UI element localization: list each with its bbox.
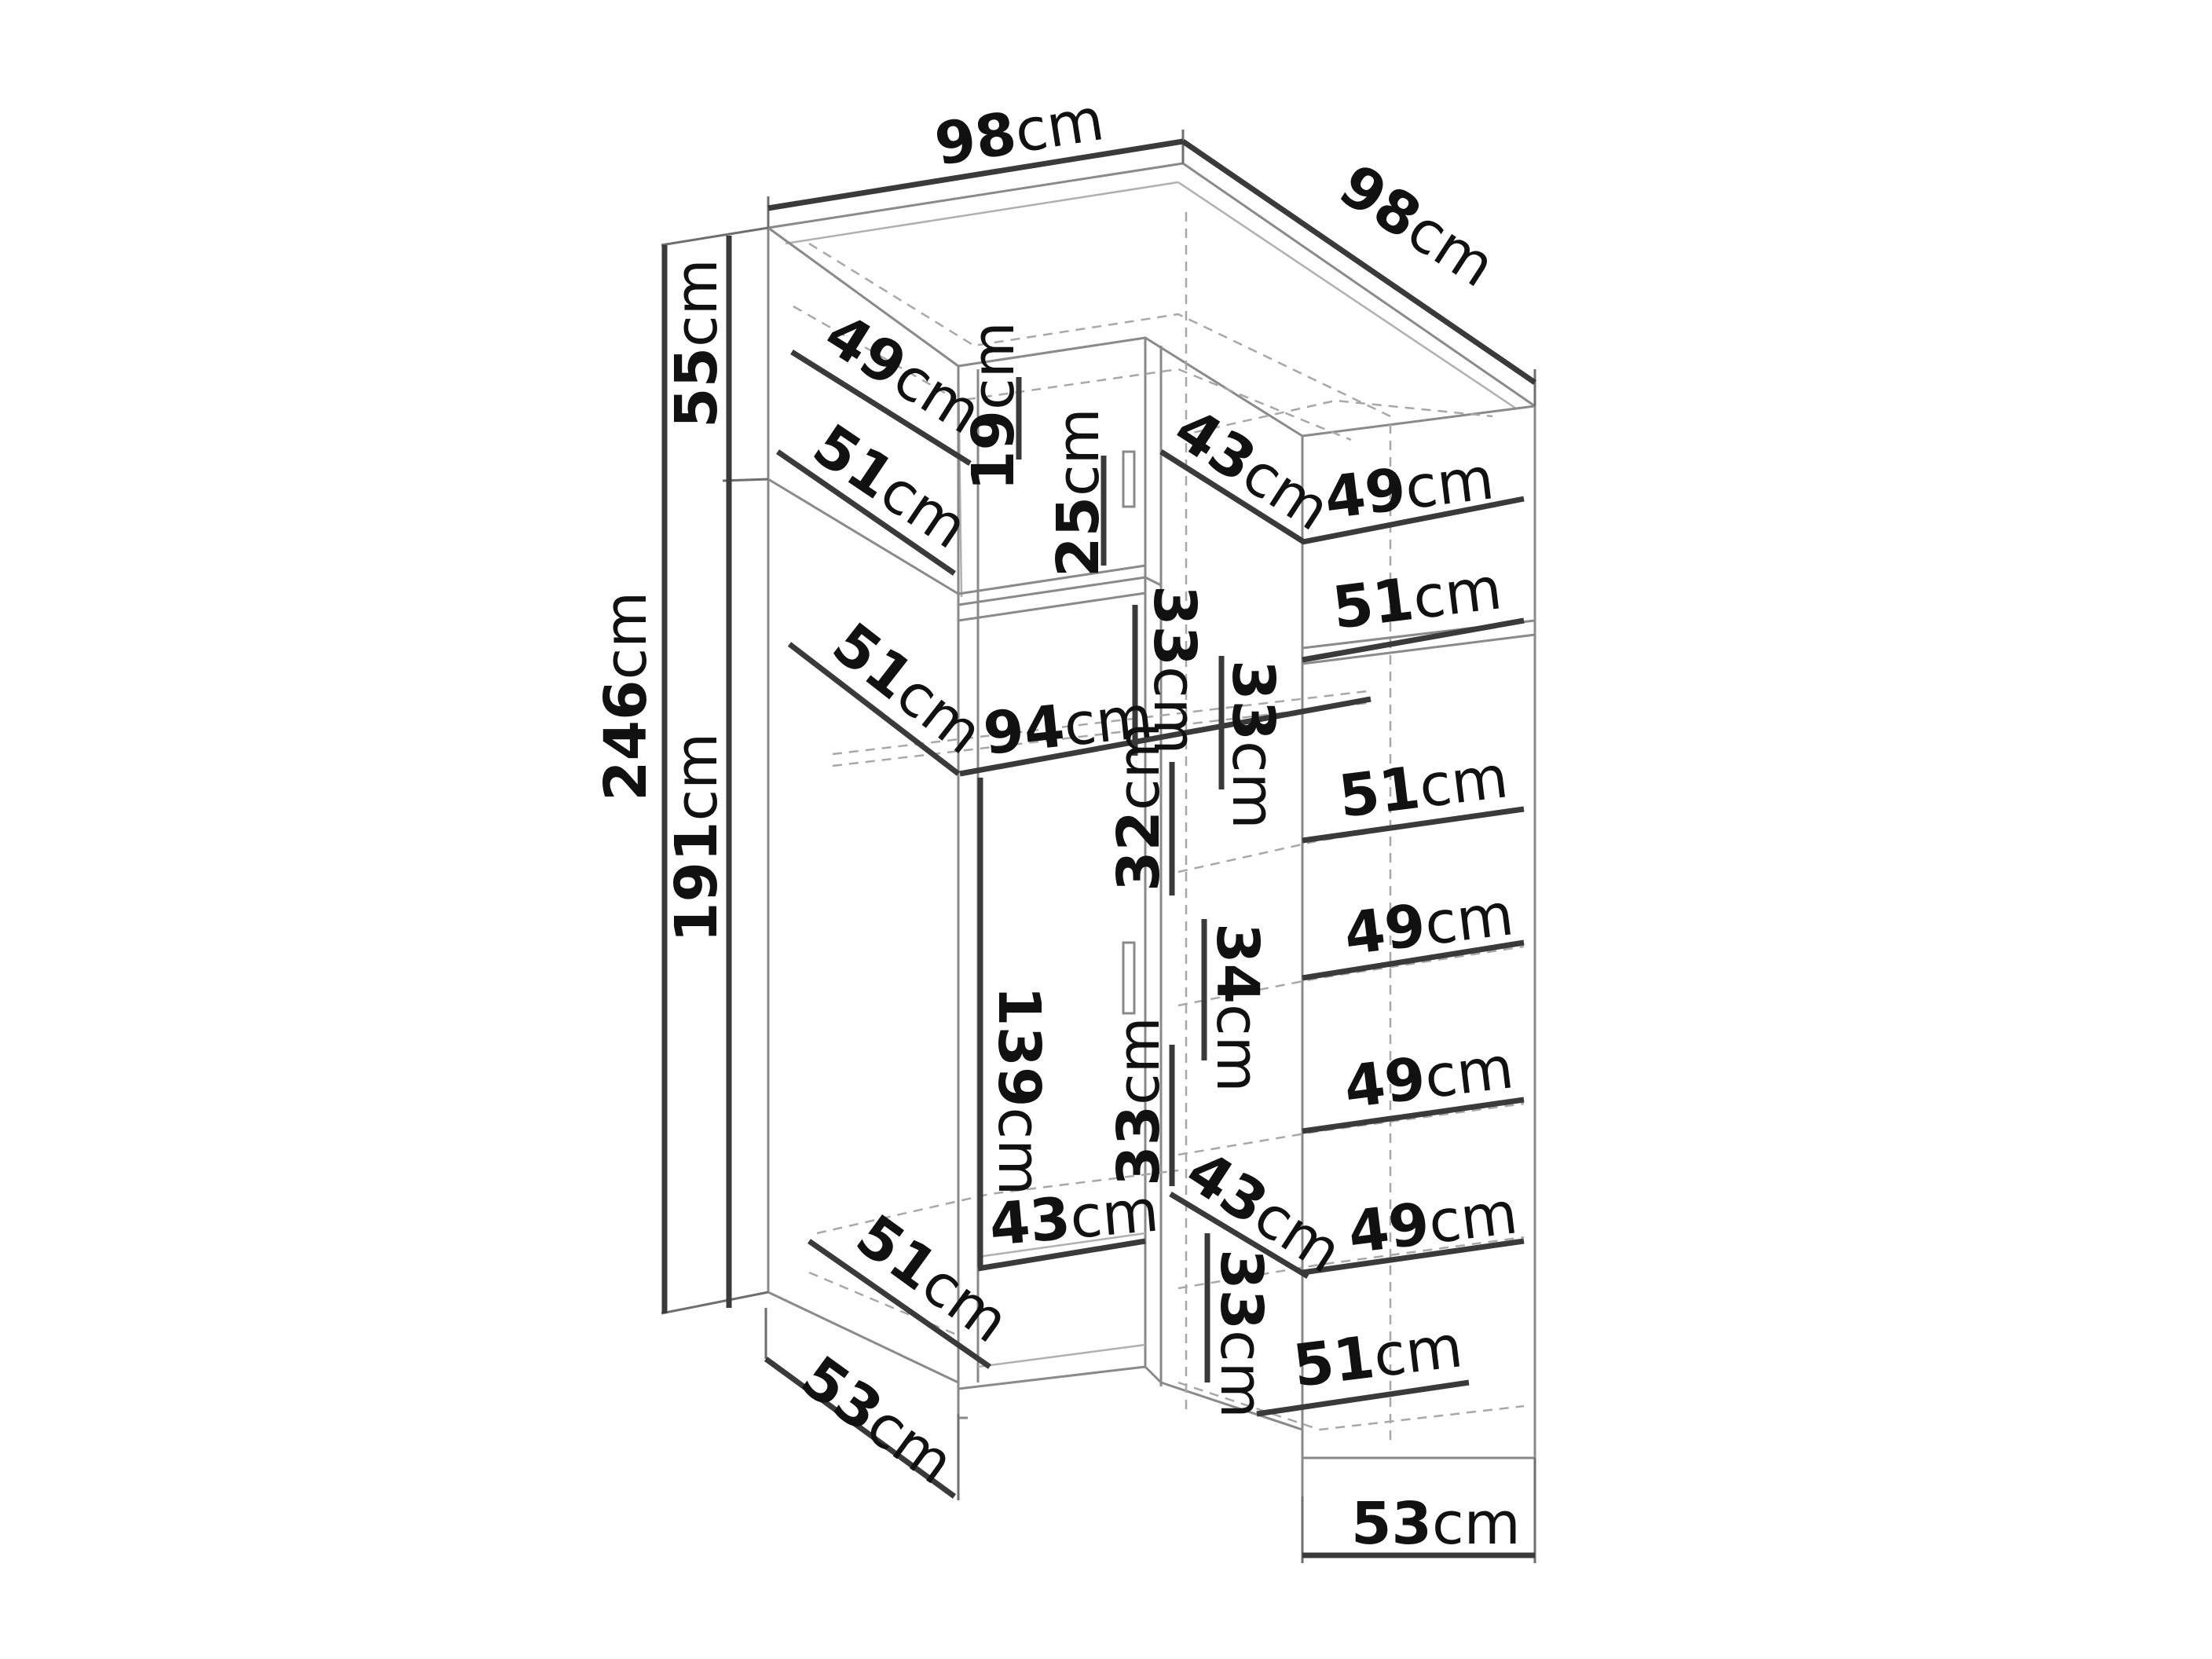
dimension-unit: cm xyxy=(1045,408,1112,496)
dimension-number: 43 xyxy=(987,1185,1073,1259)
dimension-number: 139 xyxy=(985,986,1053,1107)
label-middle-gap-2: 33cm xyxy=(1105,1016,1173,1186)
label-depth-bottom-left: 53cm xyxy=(789,1343,965,1497)
dimension-lines xyxy=(661,138,1536,1558)
label-upper-height: 55cm xyxy=(663,258,731,428)
dimension-unit: cm xyxy=(1421,1034,1517,1111)
label-rod-width: 94cm xyxy=(980,683,1156,768)
dimension-unit: cm xyxy=(1105,722,1173,811)
label-bottom-gap-right: 33cm xyxy=(1207,1249,1275,1419)
label-top-width-right: 98cm xyxy=(1328,152,1507,301)
upper-handle xyxy=(1122,450,1136,508)
dimension-unit: cm xyxy=(1370,1313,1466,1390)
dimension-number: 51 xyxy=(1329,566,1418,643)
dimension-number: 34 xyxy=(1203,923,1271,1004)
lower-handle xyxy=(1122,941,1136,1015)
extension-lines xyxy=(661,130,1536,1563)
dimension-number: 33 xyxy=(1207,1249,1275,1330)
cabinet-outline xyxy=(767,162,1536,1496)
dimension-number: 55 xyxy=(663,347,731,428)
dimension-unit: cm xyxy=(985,1107,1053,1196)
label-right-shelf-7: 51cm xyxy=(1290,1313,1467,1401)
dimension-unit: cm xyxy=(1425,1179,1521,1257)
dimension-unit: cm xyxy=(1060,683,1155,760)
label-side-gap-1: 33cm xyxy=(1219,660,1287,830)
dimension-unit: cm xyxy=(1421,881,1517,958)
label-top-width-left: 98cm xyxy=(930,86,1108,179)
label-hanging-height: 139cm xyxy=(985,986,1053,1196)
label-door-comp-height: 25cm xyxy=(1045,408,1112,577)
label-right-shelf-2: 51cm xyxy=(1329,555,1506,643)
door-handles xyxy=(1122,450,1136,1015)
dimension-unit: cm xyxy=(1203,1004,1271,1093)
label-lower-height: 191cm xyxy=(663,733,731,943)
label-inner-floor-width: 43cm xyxy=(987,1177,1161,1258)
label-right-shelf-4: 49cm xyxy=(1341,881,1518,969)
label-inner-gap-top: 33cm xyxy=(1141,585,1208,755)
dimension-number: 25 xyxy=(1045,496,1112,577)
dimension-number: 94 xyxy=(980,693,1068,768)
dimension-number: 32 xyxy=(1105,811,1173,892)
label-middle-gap-1: 32cm xyxy=(1105,722,1173,892)
dimension-unit: cm xyxy=(1207,1330,1275,1419)
dimension-unit: cm xyxy=(1219,741,1287,830)
dimension-unit: cm xyxy=(1415,743,1511,821)
dimension-unit: cm xyxy=(592,591,660,680)
dimension-number: 49 xyxy=(1345,1190,1434,1267)
dimension-number: 98 xyxy=(930,100,1020,179)
dimension-unit: cm xyxy=(1409,555,1505,632)
label-right-shelf-3: 51cm xyxy=(1335,743,1512,831)
dimension-unit: cm xyxy=(663,733,731,822)
dimension-unit: cm xyxy=(1068,1177,1162,1252)
label-right-shelf-6: 49cm xyxy=(1345,1179,1522,1267)
dimension-number: 33 xyxy=(1141,585,1208,666)
dimension-number: 53 xyxy=(1351,1490,1432,1558)
dimension-number: 33 xyxy=(1105,1105,1173,1186)
dimension-unit: cm xyxy=(1010,86,1108,167)
dimension-unit: cm xyxy=(1401,445,1497,522)
dimension-number: 246 xyxy=(592,680,660,801)
label-side-gap-2: 34cm xyxy=(1203,923,1271,1093)
dimension-number: 49 xyxy=(1341,892,1430,969)
dimension-unit: cm xyxy=(1432,1490,1521,1558)
dimension-unit: cm xyxy=(663,258,731,347)
dimension-number: 49 xyxy=(1321,456,1410,533)
dimension-number: 51 xyxy=(1335,754,1424,831)
label-right-shelf-1: 49cm xyxy=(1321,445,1498,533)
label-top-comp-height: 19cm xyxy=(960,321,1027,491)
dimension-number: 33 xyxy=(1219,660,1287,741)
dimension-unit: cm xyxy=(960,321,1027,410)
dimension-number: 191 xyxy=(663,822,731,943)
dimension-number: 51 xyxy=(1290,1324,1379,1401)
label-right-shelf-5: 49cm xyxy=(1341,1034,1518,1122)
dimension-unit: cm xyxy=(1141,666,1208,755)
label-depth-bottom-right: 53cm xyxy=(1351,1490,1521,1558)
dimension-number: 19 xyxy=(960,410,1027,491)
dimension-unit: cm xyxy=(1105,1016,1173,1105)
dimension-number: 49 xyxy=(1341,1045,1430,1122)
label-total-height: 246cm xyxy=(592,591,660,801)
